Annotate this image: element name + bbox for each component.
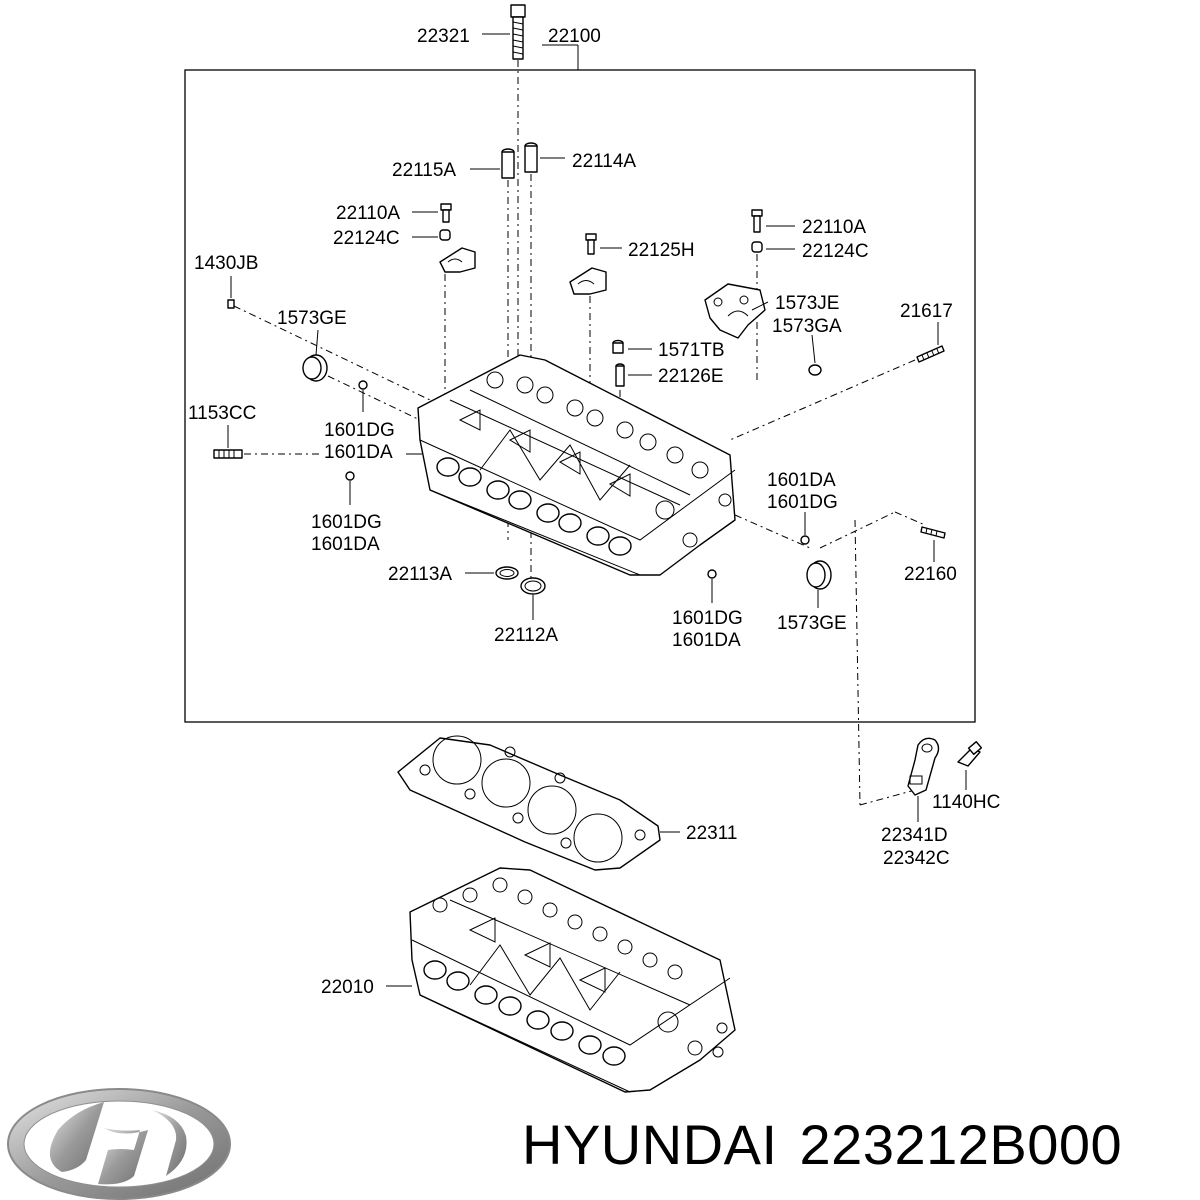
label-1430JB: 1430JB [194, 253, 258, 274]
label-22114A: 22114A [572, 151, 636, 172]
bolt-22125H [585, 233, 597, 255]
stud-22160 [920, 526, 946, 539]
label-1573GE-bottom: 1573GE [777, 613, 847, 634]
assembly-frame [184, 69, 976, 723]
bracket-22341D [907, 737, 940, 796]
label-1601DA-a: 1601DA [324, 442, 393, 463]
plug-1573GE-bottom [806, 560, 832, 590]
label-1573GE-top: 1573GE [277, 308, 347, 329]
label-22321: 22321 [417, 26, 470, 47]
bolt-22321 [510, 4, 526, 60]
label-1571TB: 1571TB [658, 340, 725, 361]
bolt-22110A-right [751, 209, 763, 233]
label-22124C-left: 22124C [333, 228, 400, 249]
label-22311: 22311 [686, 823, 737, 844]
cam-cap-middle [569, 267, 607, 295]
bolt-22110A-left [440, 203, 452, 223]
bolt-1140HC [957, 741, 983, 767]
label-1601DG-c: 1601DG [311, 512, 382, 533]
dowel-left-top [358, 380, 368, 390]
label-22113A: 22113A [388, 564, 452, 585]
label-22341D: 22341D [881, 825, 948, 846]
label-22125H: 22125H [628, 240, 695, 261]
label-1601DG-d: 1601DG [672, 608, 743, 629]
label-22112A: 22112A [494, 625, 558, 646]
cylinder-head-upper [417, 354, 736, 576]
dowel-bottom-center [707, 569, 717, 579]
label-22342C: 22342C [883, 848, 950, 869]
stud-21617 [916, 345, 945, 363]
pin-1430JB [227, 299, 235, 309]
part-number: 223212B000 [799, 1113, 1123, 1176]
cylinder-head-22010 [409, 867, 736, 1093]
label-22100: 22100 [548, 26, 601, 47]
washer-22124C-right [751, 241, 763, 253]
head-gasket-22311 [397, 735, 661, 871]
label-1601DA-c: 1601DA [311, 534, 380, 555]
washer-22124C-left [439, 229, 451, 241]
stud-1153CC [213, 449, 243, 459]
seal-22113A [495, 566, 519, 580]
plug-1573GE-top [302, 354, 328, 382]
label-1140HC: 1140HC [932, 792, 1000, 813]
label-22160: 22160 [904, 564, 957, 585]
label-1601DG-b: 1601DG [767, 492, 838, 513]
brand-name: HYUNDAI [522, 1113, 778, 1176]
front-cam-cap [704, 283, 766, 339]
label-22110A-right: 22110A [802, 217, 866, 238]
label-22124C-right: 22124C [802, 241, 869, 262]
label-1601DA-d: 1601DA [672, 630, 741, 651]
label-22115A: 22115A [392, 160, 456, 181]
label-1573GA: 1573GA [772, 316, 842, 337]
valve-guide-22114A [524, 142, 538, 173]
cam-cap-left [439, 247, 476, 273]
label-22110A-left: 22110A [336, 203, 400, 224]
label-1153CC: 1153CC [188, 403, 256, 424]
label-1601DG-a: 1601DG [324, 420, 395, 441]
dowel-left-bottom [345, 471, 355, 481]
pin-1571TB [612, 339, 624, 354]
plug-1573GA [808, 364, 822, 376]
valve-guide-22115A [501, 148, 515, 179]
footer-caption: HYUNDAI 223212B000 [522, 1112, 1122, 1177]
label-22010: 22010 [321, 977, 374, 998]
label-22126E: 22126E [658, 366, 724, 387]
label-1573JE: 1573JE [775, 293, 839, 314]
dowel-right [800, 535, 810, 545]
pin-22126E [615, 363, 625, 387]
label-1601DA-b: 1601DA [767, 470, 836, 491]
hyundai-logo-icon [7, 1088, 231, 1200]
seal-22112A [520, 577, 546, 595]
label-21617: 21617 [900, 301, 953, 322]
